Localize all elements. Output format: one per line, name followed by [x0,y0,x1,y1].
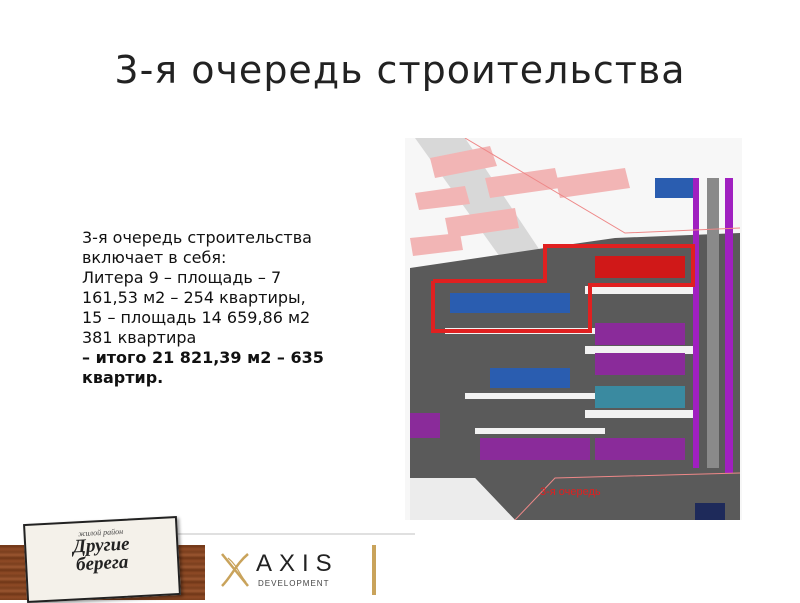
description-line: включает в себя: [82,248,227,267]
description-line: 3-я очередь строительства [82,228,312,247]
gold-divider [372,545,376,595]
total-line: – итого 21 821,39 м2 – 635 [82,348,324,367]
description-line: 381 квартира [82,328,197,347]
description-line: 15 – площадь 14 659,86 м2 [82,308,311,327]
description-line: Литера 9 – площадь – 7 [82,268,282,287]
footer-divider [175,533,415,535]
axis-name: AXIS [256,550,339,577]
slide-title: 3-я очередь строительства [114,48,686,92]
axis-development-logo: AXIS DEVELOPMENT [218,548,368,594]
drugie-berega-logo: жилой район Другие берега [23,516,181,603]
axis-subtitle: DEVELOPMENT [258,579,330,588]
description-text: 3-я очередь строительства включает в себ… [82,228,402,388]
axis-x-icon [221,553,249,587]
map-stage-label: 3-я очередь [540,486,601,498]
site-plan-map: 3-я очередь [405,138,742,520]
total-line: квартир. [82,368,164,387]
description-line: 161,53 м2 – 254 квартиры, [82,288,306,307]
